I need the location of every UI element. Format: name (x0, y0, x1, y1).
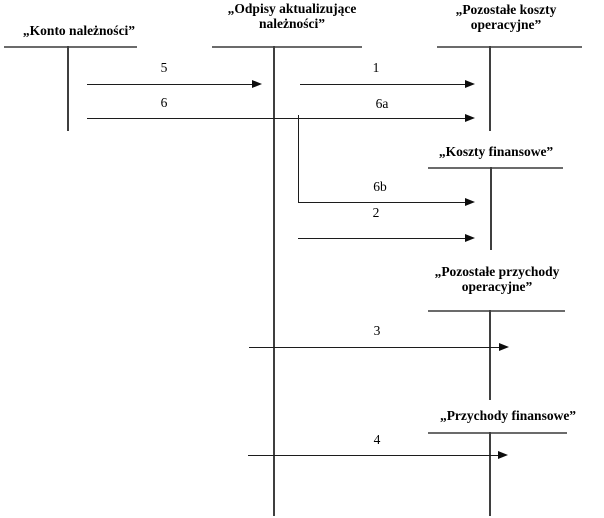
account-title-other-operating-revenues: „Pozostałe przychody operacyjne” (434, 264, 560, 294)
account-top-line (428, 167, 563, 169)
account-divider-line (67, 46, 69, 131)
arrow-head-icon (498, 451, 508, 459)
account-divider-line (489, 310, 491, 400)
flow-6b-branch-line (298, 115, 299, 203)
arrow-head-icon (499, 343, 509, 351)
flow-label-6b: 6b (373, 179, 387, 194)
arrow-head-icon (252, 80, 262, 88)
account-title-financial-revenues: „Przychody finansowe” (439, 408, 577, 423)
flow-arrow-4 (248, 451, 508, 460)
account-title-financial-costs: „Koszty finansowe” (438, 144, 554, 159)
account-top-line (212, 46, 362, 48)
arrow-head-icon (465, 234, 475, 242)
flow-arrow-2 (298, 234, 475, 243)
flow-arrow-6-6a (87, 114, 475, 123)
flow-label-6: 6 (160, 95, 168, 110)
arrow-shaft (298, 202, 468, 203)
account-divider-line (273, 46, 275, 516)
flow-label-1: 1 (372, 60, 380, 75)
account-divider-line (490, 167, 492, 250)
flow-arrow-1 (300, 80, 475, 89)
account-divider-line (489, 432, 491, 516)
arrow-shaft (87, 118, 468, 119)
account-divider-line (489, 46, 491, 131)
account-top-line (4, 46, 137, 48)
account-title-receivables: „Konto należności” (22, 23, 136, 38)
arrow-shaft (87, 84, 255, 85)
account-top-line (428, 310, 565, 312)
account-title-writeoffs: „Odpisy aktualizujące należności” (227, 1, 357, 31)
flow-label-4: 4 (373, 432, 381, 447)
arrow-shaft (300, 84, 468, 85)
flow-label-6a: 6a (375, 96, 389, 111)
arrow-shaft (248, 455, 501, 456)
flow-arrow-3 (249, 343, 509, 352)
arrow-head-icon (465, 198, 475, 206)
arrow-head-icon (465, 114, 475, 122)
flow-label-5: 5 (160, 60, 168, 75)
flow-label-2: 2 (372, 205, 380, 220)
flow-arrow-5 (87, 80, 262, 89)
account-top-line (437, 46, 582, 48)
arrow-shaft (298, 238, 468, 239)
flow-label-3: 3 (373, 323, 381, 338)
arrow-head-icon (465, 80, 475, 88)
account-title-other-operating-costs: „Pozostałe koszty operacyjne” (455, 2, 557, 32)
account-top-line (428, 432, 567, 434)
arrow-shaft (249, 347, 502, 348)
flow-arrow-6b (298, 198, 475, 207)
